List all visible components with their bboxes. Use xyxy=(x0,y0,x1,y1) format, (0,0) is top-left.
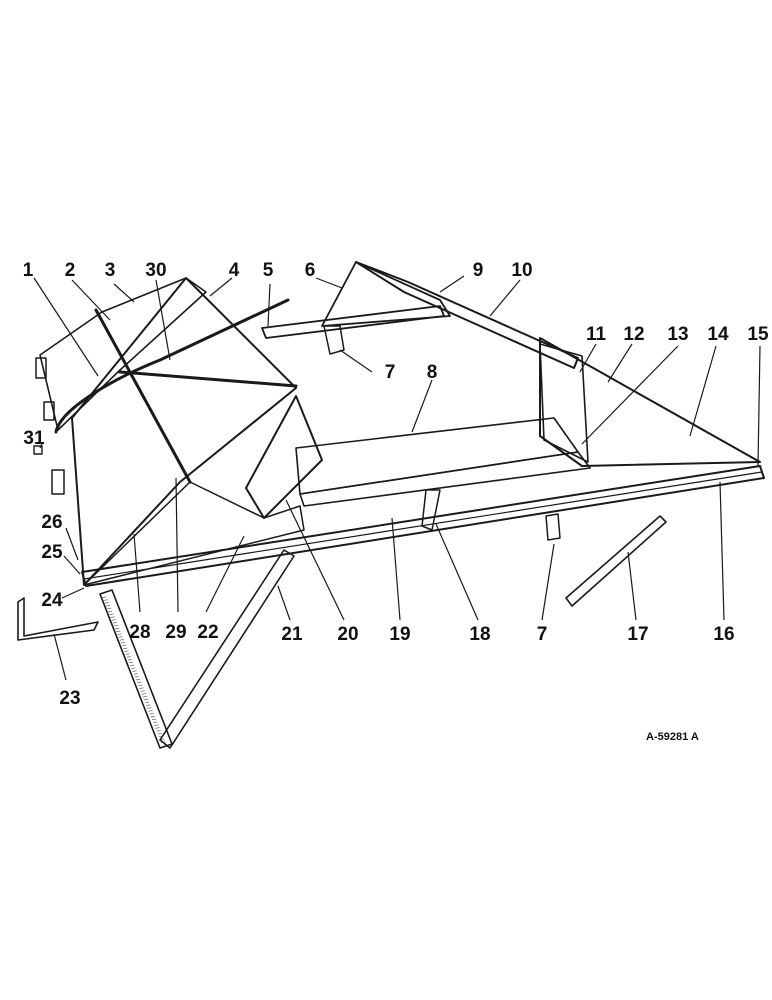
small-clip xyxy=(33,445,43,455)
end-plate xyxy=(245,395,323,519)
callout-label: 4 xyxy=(229,260,240,281)
callout-labels: 1 2 3 30 4 5 6 9 10 7 8 11 12 13 14 15 3… xyxy=(23,260,769,709)
callout-label: 17 xyxy=(627,624,648,645)
small-bracket-lower xyxy=(545,513,561,541)
left-side-sheet xyxy=(71,277,297,586)
bracket-mid xyxy=(43,401,55,421)
left-brace-2 xyxy=(118,370,298,388)
callout-label: 9 xyxy=(473,260,484,281)
floor-front-edge xyxy=(299,451,591,507)
loose-bracket xyxy=(17,597,99,641)
callout-label: 21 xyxy=(281,624,303,645)
callout-label: 10 xyxy=(511,260,532,281)
floor-panel xyxy=(295,417,579,495)
callout-label: 24 xyxy=(41,590,63,611)
leader-lines xyxy=(33,275,761,681)
callout-label: 15 xyxy=(747,324,769,345)
callout-label: 12 xyxy=(623,324,644,345)
callout-label: 22 xyxy=(197,622,218,643)
front-rail xyxy=(81,465,765,587)
right-inner-panel xyxy=(539,343,589,463)
callout-label: 13 xyxy=(667,324,688,345)
bracket-upper xyxy=(35,357,47,379)
lower-panel xyxy=(83,481,305,586)
upper-shield xyxy=(321,261,451,327)
callout-label: 28 xyxy=(129,622,150,643)
callout-label: 29 xyxy=(165,622,186,643)
front-rail-edge xyxy=(83,471,763,580)
callout-label: 31 xyxy=(23,428,45,449)
callout-label: 20 xyxy=(337,624,358,645)
callout-label: 2 xyxy=(65,260,76,281)
callout-label: 1 xyxy=(23,260,34,281)
callout-label: 26 xyxy=(41,512,62,533)
callout-label: 11 xyxy=(586,324,607,345)
diagonal-tube-hatch xyxy=(102,595,166,745)
callout-label: 30 xyxy=(145,260,166,281)
callout-label: 5 xyxy=(263,260,274,281)
top-rail xyxy=(355,261,579,369)
callout-label: 7 xyxy=(385,362,396,383)
callout-label: 18 xyxy=(469,624,490,645)
callout-label: 23 xyxy=(59,688,80,709)
loose-bar xyxy=(565,515,667,607)
callout-label: 19 xyxy=(389,624,410,645)
header-drawing xyxy=(17,261,765,749)
callout-label: 6 xyxy=(305,260,316,281)
small-bracket-upper xyxy=(323,325,345,355)
callout-label: 16 xyxy=(713,624,734,645)
figure-reference: A-59281 A xyxy=(646,731,699,743)
callout-label: 7 xyxy=(537,624,548,645)
callout-label: 3 xyxy=(105,260,116,281)
callout-label: 8 xyxy=(427,362,438,383)
callout-label: 25 xyxy=(41,542,63,563)
support-bracket xyxy=(421,489,441,531)
rear-beam xyxy=(261,305,445,339)
callout-label: 14 xyxy=(707,324,729,345)
left-brace-1 xyxy=(94,308,192,484)
rod xyxy=(54,298,290,434)
diagonal-tube xyxy=(159,549,295,749)
bracket-lower xyxy=(51,469,65,495)
right-side-sheet xyxy=(539,337,761,467)
